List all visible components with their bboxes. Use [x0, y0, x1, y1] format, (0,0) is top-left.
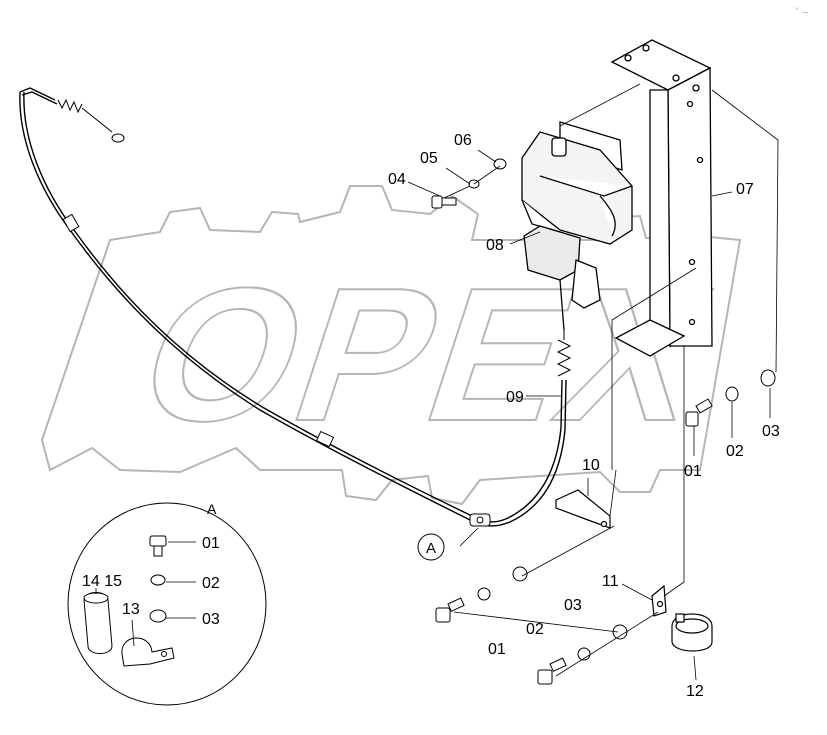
detail-label-03: 03: [202, 611, 220, 628]
bracket-11: [651, 584, 667, 617]
opex-watermark: OPEX: [40, 185, 742, 506]
label-01-lower: 01: [488, 641, 506, 658]
washer-06: [493, 158, 507, 170]
watermark-gear-outline: [40, 185, 742, 506]
corner-mark: ′ →: [796, 6, 809, 16]
watermark-brand: OPEX: [116, 248, 739, 461]
bolt-01-main: [685, 398, 713, 427]
label-05: 05: [420, 150, 438, 167]
label-04: 04: [388, 171, 406, 188]
label-10: 10: [582, 457, 600, 474]
control-cable: [19, 87, 567, 527]
label-08: 08: [486, 237, 504, 254]
label-03-main: 03: [762, 423, 780, 440]
rod-10: [555, 489, 611, 529]
detail-sleeve: [83, 592, 113, 654]
clamp-12: [671, 613, 713, 652]
detail-view-frame: [67, 502, 267, 706]
detail-washer-02: [150, 574, 166, 586]
cable-clamp-a: [469, 513, 491, 527]
washer-02-lower-a: [477, 587, 491, 601]
detail-label-01: 01: [202, 535, 220, 552]
label-02-main: 02: [726, 443, 744, 460]
bolt-01-lower-a: [435, 597, 465, 623]
detail-washer-03: [149, 609, 167, 623]
washer-03-lower-a: [512, 566, 528, 582]
detail-view-title: A: [207, 501, 217, 517]
detail-clamp-13: [121, 637, 175, 667]
washer-03-lower-b: [612, 624, 628, 640]
bracket-07: [610, 39, 713, 357]
leader-lines: [407, 83, 779, 681]
washer-02-main: [725, 386, 739, 402]
label-09: 09: [506, 389, 524, 406]
cable-clip-upper: [62, 213, 80, 233]
bolt-04: [431, 195, 457, 209]
detail-view-a: A 01 02 03 13 14 15: [67, 501, 267, 706]
part-labels: 01 02 03 04 05 06 07 08 09 10 01 02 03 1…: [388, 132, 780, 700]
svg-text:OPEX: OPEX: [117, 249, 738, 460]
callout-a: A: [417, 533, 445, 561]
detail-leaders: [95, 541, 196, 647]
detail-bolt: [149, 535, 167, 557]
label-06: 06: [454, 132, 472, 149]
label-02-lower: 02: [526, 621, 544, 638]
label-12: 12: [686, 683, 704, 700]
detail-label-13: 13: [122, 601, 140, 618]
label-01-main: 01: [684, 463, 702, 480]
label-03-lower: 03: [564, 597, 582, 614]
bolt-01-lower-b: [537, 657, 567, 685]
label-11: 11: [602, 573, 619, 590]
detail-label-02: 02: [202, 575, 220, 592]
cable-clip-middle: [315, 430, 335, 448]
washer-03-main: [760, 369, 776, 387]
label-07: 07: [736, 181, 754, 198]
cable-spring-09: [556, 330, 572, 377]
actuator-08: [521, 121, 633, 331]
detail-label-14-15: 14 15: [82, 573, 122, 590]
cable-end-spring: [57, 98, 125, 143]
svg-text:A: A: [426, 540, 436, 557]
